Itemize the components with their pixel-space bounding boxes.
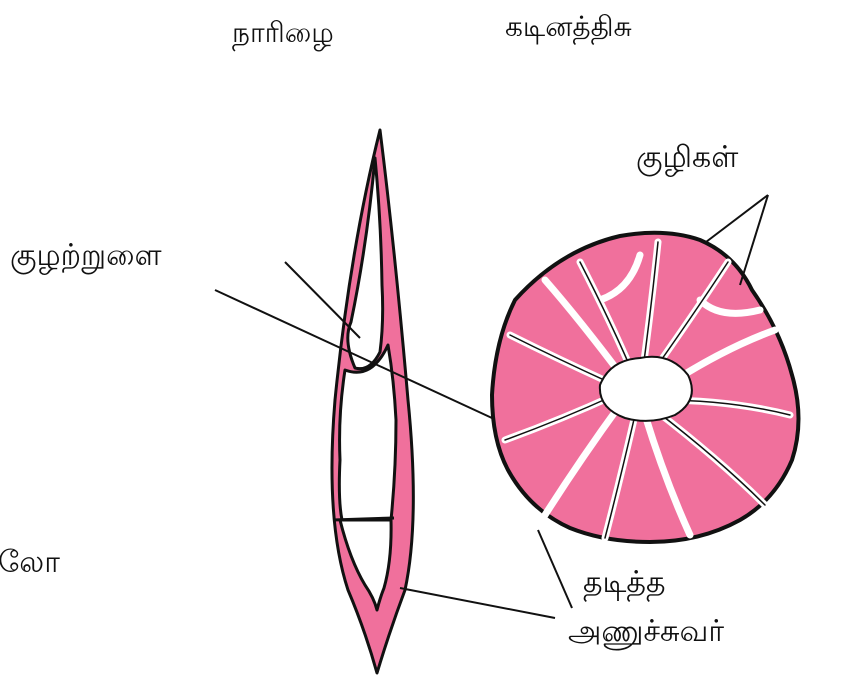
leader-pits-2	[740, 195, 768, 285]
fiber-cell	[332, 130, 413, 673]
fiber-wall-break	[333, 518, 394, 520]
pits-label: குழிகள்	[636, 140, 738, 179]
fiber-title: நாரிழை	[232, 16, 334, 53]
sclereid-central-lumen	[600, 357, 692, 421]
leader-wall-sclereid	[538, 530, 572, 608]
thick-wall-label-line2: அணுச்சுவர்	[568, 614, 724, 653]
sclereid-title: கடினத்திசு	[505, 10, 632, 47]
fiber-lumen-middle	[339, 345, 396, 520]
lumen-label: குழற்றுளை	[10, 238, 162, 277]
cut-off-text: லோ	[0, 545, 60, 584]
leader-wall-fiber	[400, 588, 555, 618]
thick-wall-label-line1: தடித்த	[583, 565, 666, 604]
leader-pits-1	[706, 195, 768, 242]
sclereid-cell	[492, 233, 799, 542]
